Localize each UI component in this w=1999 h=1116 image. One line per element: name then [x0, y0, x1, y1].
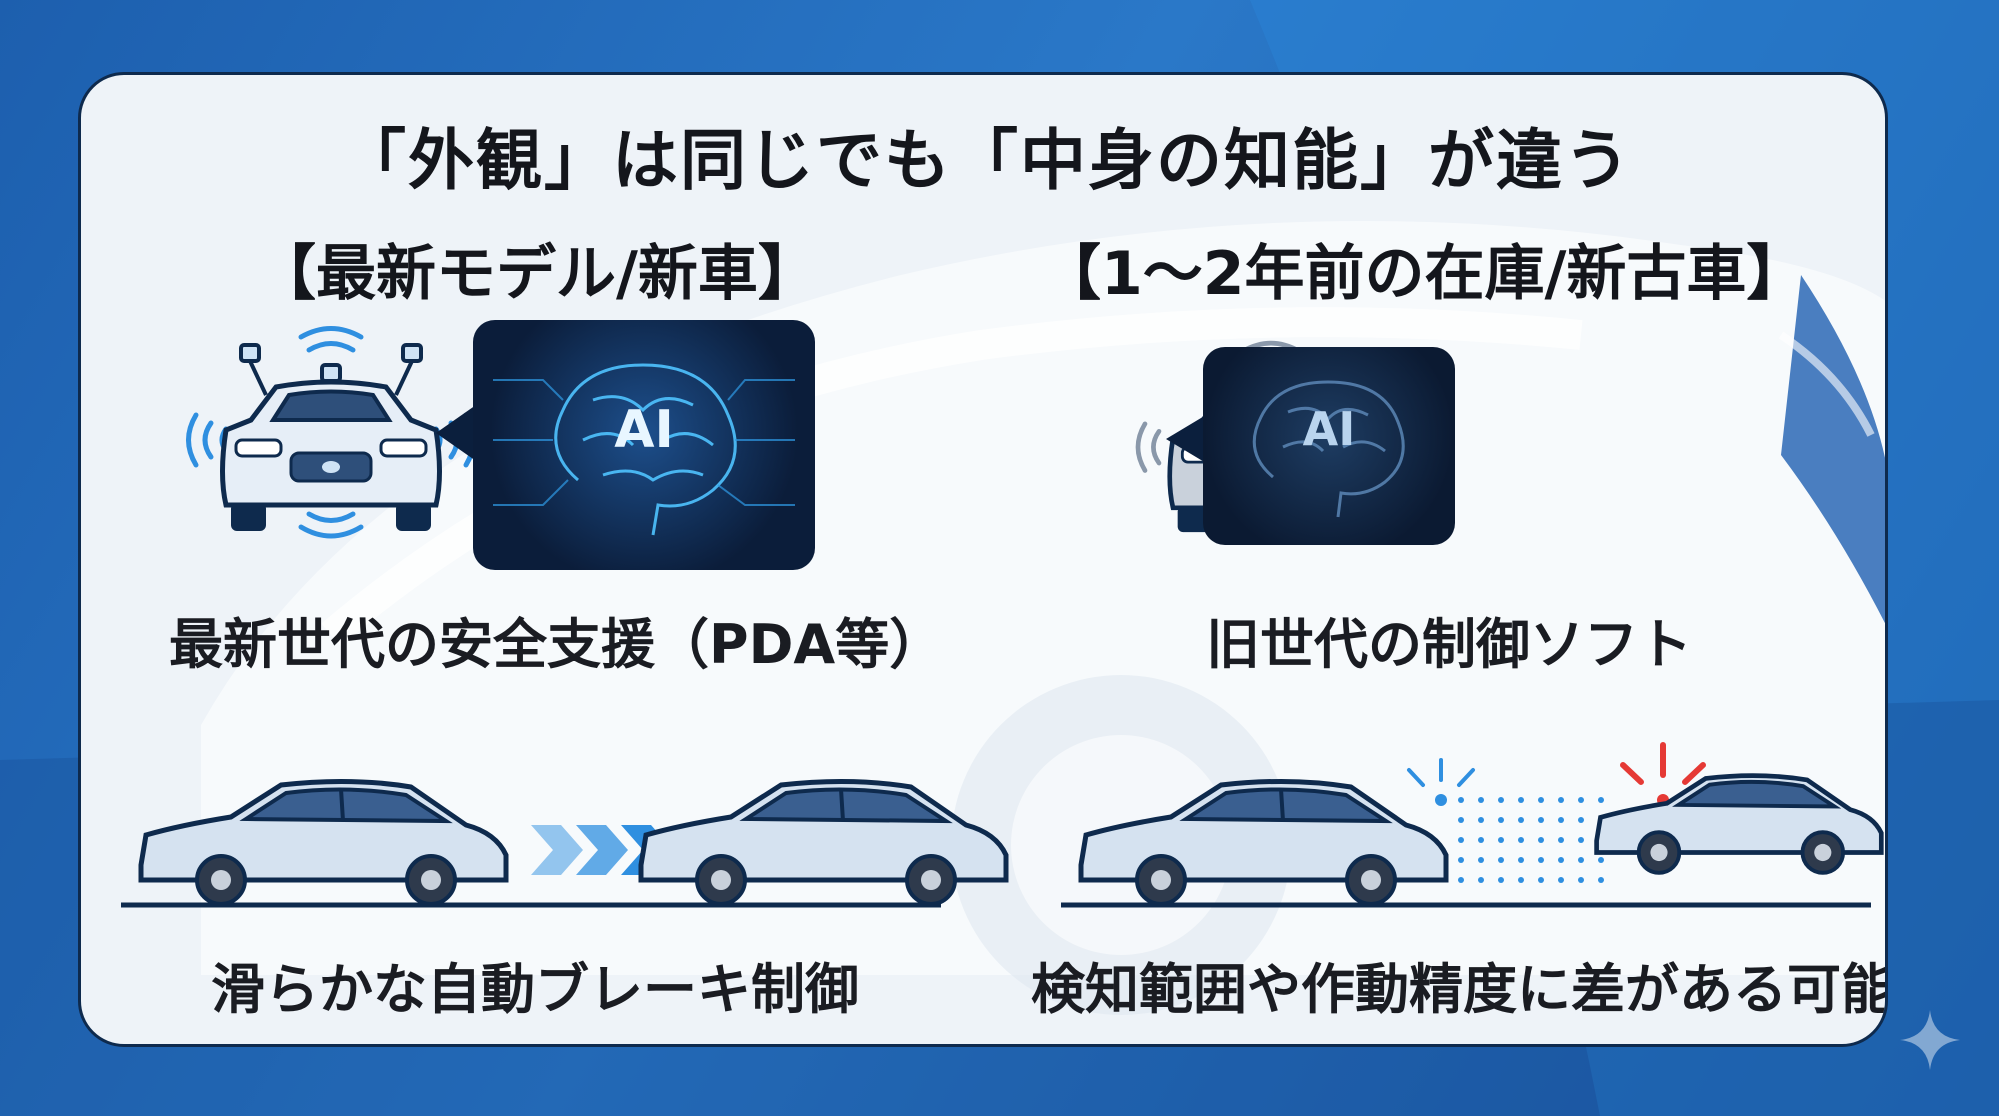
speech-pointer: [1166, 415, 1206, 463]
braking-illustration-new: [121, 778, 1009, 908]
speech-pointer: [436, 405, 476, 461]
sensor-dots: [1435, 794, 1604, 883]
sparkle-icon: [1900, 1010, 1960, 1070]
car-side-icon: [1594, 773, 1884, 875]
car-side-icon: [138, 778, 509, 906]
main-panel: 「外観」は同じでも「中身の知能」が違う 【最新モデル/新車】 【1〜2年前の在庫…: [78, 72, 1888, 1047]
left-heading: 【最新モデル/新車】: [256, 239, 818, 309]
ai-panel-new: AI: [473, 320, 815, 570]
car-side-icon: [638, 778, 1009, 906]
right-heading: 【1〜2年前の在庫/新古車】: [1041, 239, 1807, 309]
wave-icon: [1407, 758, 1475, 787]
page-title: 「外観」は同じでも「中身の知能」が違う: [340, 122, 1632, 199]
right-bottom-caption: 検知範囲や作動精度に差がある可能性: [1031, 958, 1888, 1021]
left-bottom-caption: 滑らかな自動ブレーキ制御: [211, 958, 859, 1021]
ai-label-old: AI: [1302, 402, 1356, 456]
right-feature-caption: 旧世代の制御ソフト: [1206, 613, 1692, 676]
ai-label-new: AI: [614, 400, 674, 460]
ai-panel-old: AI: [1203, 347, 1455, 545]
brain-icon: [1252, 380, 1405, 518]
brain-icon: [493, 363, 795, 536]
car-front-icon: [186, 326, 476, 539]
braking-illustration-old: [1061, 742, 1884, 908]
left-feature-caption: 最新世代の安全支援（PDA等）: [169, 613, 944, 676]
car-side-icon: [1078, 778, 1449, 906]
